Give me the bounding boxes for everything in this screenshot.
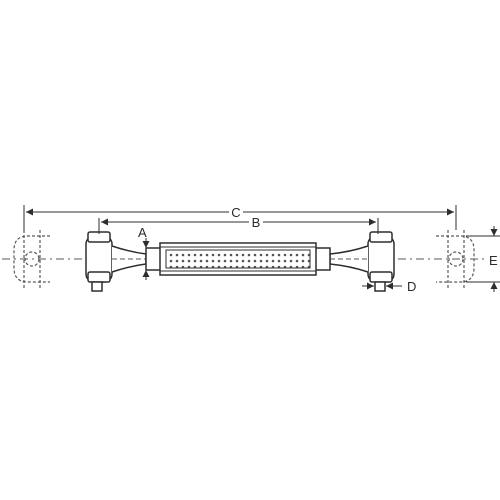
right-jaw (329, 231, 395, 292)
dimension-a-label: A (138, 225, 147, 240)
dimension-e: E (466, 226, 500, 292)
dimension-b: B (98, 214, 379, 234)
dimension-e-label: E (489, 253, 498, 268)
dimension-c-label: C (231, 205, 240, 220)
left-jaw (85, 231, 147, 292)
dimension-d-label: D (407, 279, 416, 294)
turnbuckle-body (145, 242, 331, 276)
left-phantom-jaw (13, 230, 50, 288)
dimension-b-label: B (252, 215, 261, 230)
dimension-d: D (362, 279, 416, 294)
right-phantom-jaw (436, 230, 475, 288)
dimension-a: A (138, 225, 150, 280)
dimension-c: C (23, 204, 457, 230)
